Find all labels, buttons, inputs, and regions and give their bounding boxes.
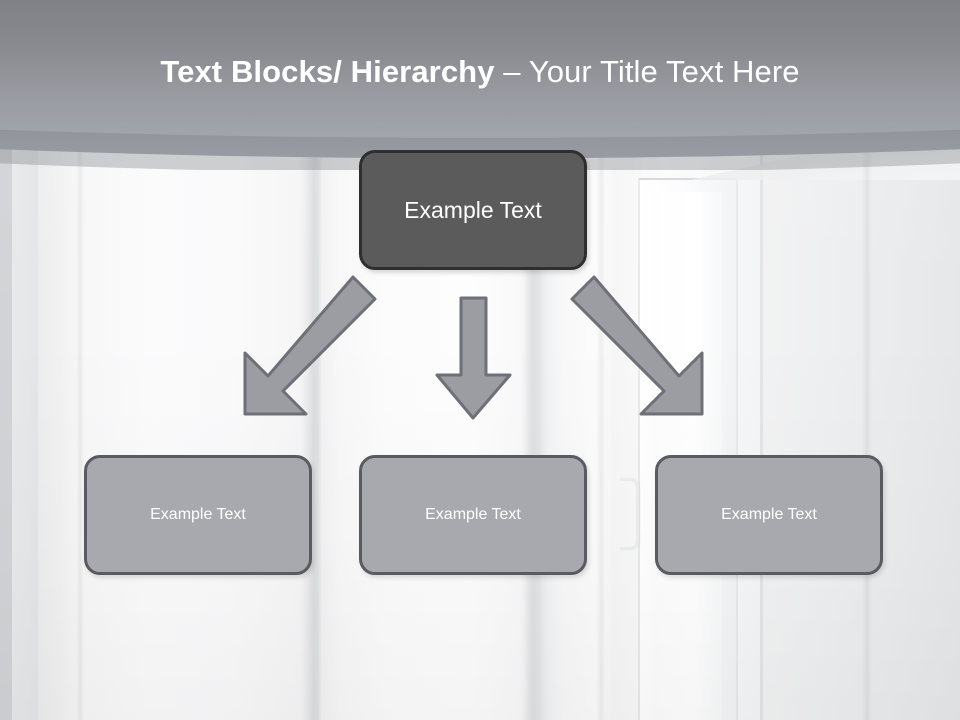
page-title-light: Your Title Text Here — [528, 54, 800, 89]
page-title: Text Blocks/ Hierarchy – Your Title Text… — [0, 52, 960, 92]
hierarchy-child-node-1[interactable]: Example Text — [84, 455, 312, 575]
page-title-strong: Text Blocks/ Hierarchy — [160, 54, 495, 89]
photo-right-wall — [745, 150, 960, 720]
header-band — [0, 0, 960, 159]
hierarchy-child-label-2: Example Text — [425, 506, 521, 523]
hierarchy-child-label-1: Example Text — [150, 506, 246, 523]
hierarchy-root-label: Example Text — [404, 196, 542, 223]
hierarchy-child-node-3[interactable]: Example Text — [655, 455, 883, 575]
photo-seam-1 — [76, 130, 84, 720]
page-title-dash: – — [494, 54, 529, 89]
hierarchy-root-node[interactable]: Example Text — [359, 150, 587, 270]
photo-door-handle — [620, 478, 639, 550]
photo-seam-5 — [862, 130, 872, 720]
photo-seam-4 — [596, 130, 606, 720]
hierarchy-child-label-3: Example Text — [721, 506, 817, 523]
hierarchy-child-node-2[interactable]: Example Text — [359, 455, 587, 575]
